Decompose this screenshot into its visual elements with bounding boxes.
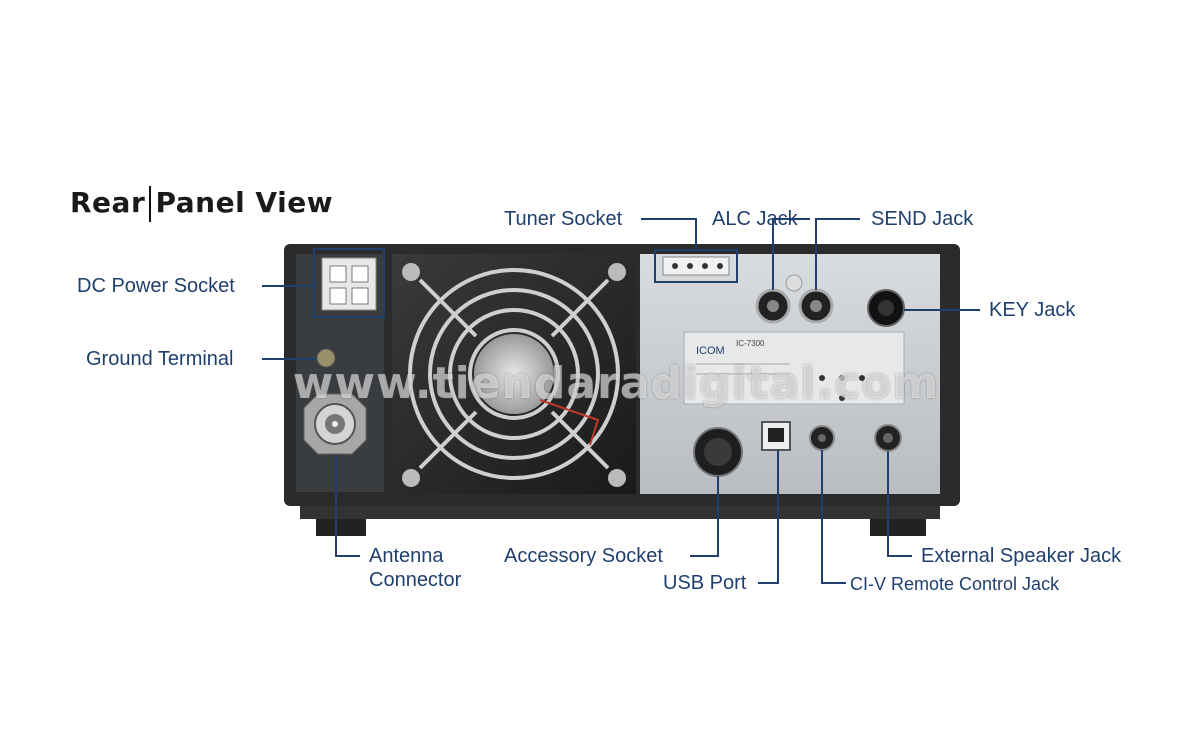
cooling-fan [408,268,620,480]
base-plate [300,505,940,519]
callout-dc-power-socket: DC Power Socket [77,275,235,297]
fan-screw [402,263,420,281]
callout-key-jack: KEY Jack [989,299,1076,321]
label-plate [683,331,905,405]
callout-tuner-socket: Tuner Socket [504,208,623,230]
page-title: Rear Panel View [70,186,334,219]
text-cursor [149,186,151,222]
callout-send-jack: SEND Jack [871,208,974,230]
model-label: IC-7300 [736,339,765,348]
fan-screw [608,469,626,487]
fan-screw [608,263,626,281]
callout-usb-port: USB Port [663,572,747,594]
callout-external-speaker-jack: External Speaker Jack [921,545,1122,567]
callout-civ-remote-jack: CI-V Remote Control Jack [850,574,1060,594]
callout-ground-terminal: Ground Terminal [86,348,234,370]
antenna-connector [303,393,367,455]
watermark: www.tiendaradigital.com [292,358,940,409]
fan-hub [474,334,554,414]
callout-antenna-line1: Antenna [369,545,444,567]
dc-power-socket [313,248,385,318]
fan-screw [402,469,420,487]
leader-lines [262,218,980,584]
brand-label: ICOM [696,345,725,357]
callout-antenna-line2: Connector [369,569,462,591]
ground-terminal [316,348,336,368]
callout-accessory-socket: Accessory Socket [504,545,663,567]
callout-alc-jack: ALC Jack [712,208,798,230]
